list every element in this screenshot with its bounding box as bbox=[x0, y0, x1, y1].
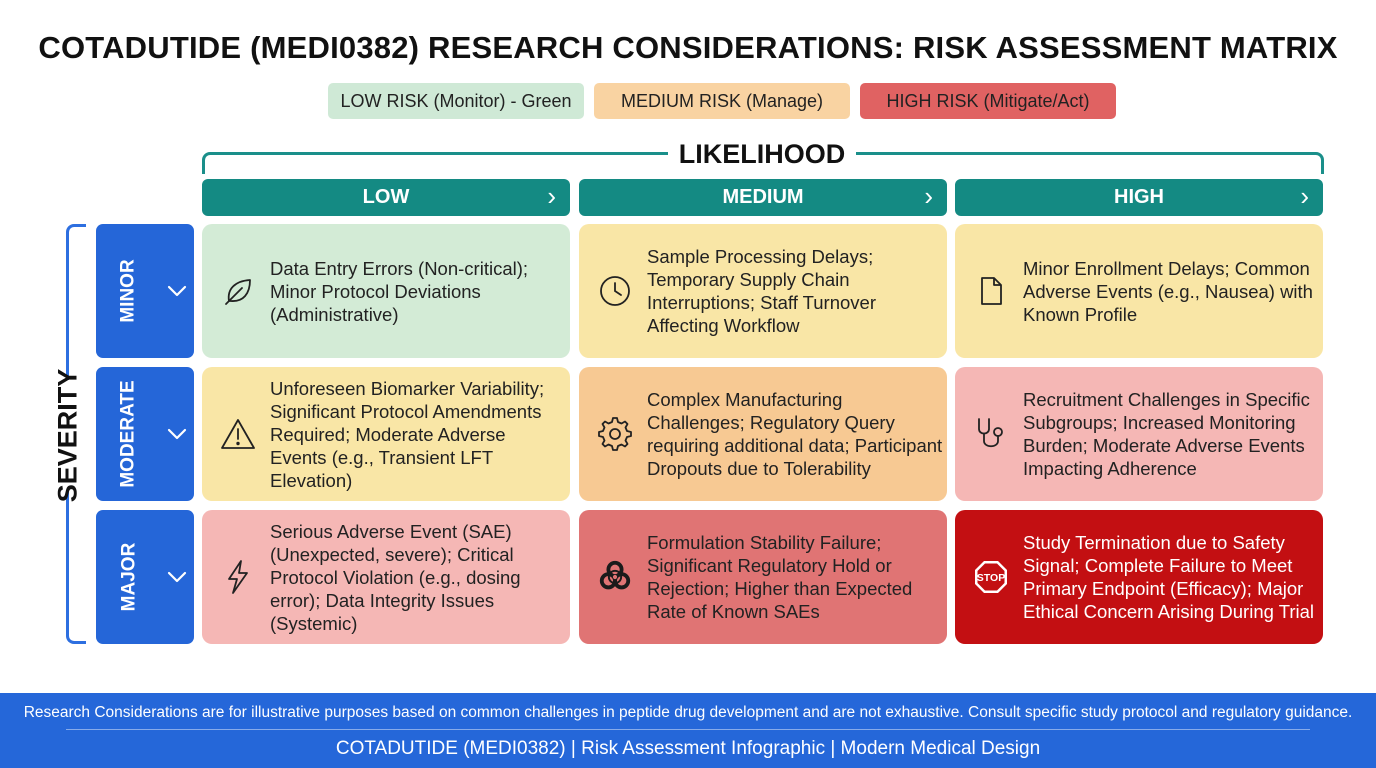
matrix-cell-minor-low[interactable]: Data Entry Errors (Non-critical); Minor … bbox=[202, 224, 570, 358]
matrix-cell-moderate-high[interactable]: Recruitment Challenges in Specific Subgr… bbox=[955, 367, 1323, 501]
matrix-cell-moderate-low[interactable]: Unforeseen Biomarker Variability; Signif… bbox=[202, 367, 570, 501]
column-header-label: LOW bbox=[362, 186, 410, 208]
page-title: COTADUTIDE (MEDI0382) RESEARCH CONSIDERA… bbox=[38, 30, 1338, 65]
lightning-icon bbox=[220, 559, 256, 595]
legend-high-risk: HIGH RISK (Mitigate/Act) bbox=[860, 83, 1116, 119]
footer-divider bbox=[66, 729, 1310, 730]
clock-icon bbox=[597, 273, 633, 309]
column-header-label: HIGH bbox=[1114, 186, 1164, 208]
likelihood-axis-title: LIKELIHOOD bbox=[668, 138, 856, 170]
stop-sign-icon: STOP bbox=[973, 559, 1009, 595]
legend-low-risk: LOW RISK (Monitor) - Green bbox=[328, 83, 584, 119]
chevron-right-icon: › bbox=[924, 181, 933, 211]
chevron-right-icon: › bbox=[547, 181, 556, 211]
row-header-label: MODERATE bbox=[118, 380, 139, 488]
footer-credit: COTADUTIDE (MEDI0382) | Risk Assessment … bbox=[335, 738, 1041, 759]
chevron-right-icon: › bbox=[1300, 181, 1309, 211]
matrix-cell-major-high[interactable]: STOP Study Termination due to Safety Sig… bbox=[955, 510, 1323, 644]
row-header-label: MAJOR bbox=[118, 542, 139, 612]
row-header-minor[interactable]: MINOR bbox=[96, 224, 194, 358]
legend-medium-risk: MEDIUM RISK (Manage) bbox=[594, 83, 850, 119]
matrix-cell-moderate-medium[interactable]: Complex Manufacturing Challenges; Regula… bbox=[579, 367, 947, 501]
risk-description: Data Entry Errors (Non-critical); Minor … bbox=[270, 257, 529, 325]
chevron-down-icon bbox=[160, 367, 194, 501]
risk-description: Unforeseen Biomarker Variability; Signif… bbox=[270, 377, 545, 491]
footer-disclaimer: Research Considerations are for illustra… bbox=[23, 704, 1353, 721]
leaf-icon bbox=[220, 273, 256, 309]
row-header-label: MINOR bbox=[117, 259, 139, 323]
stethoscope-icon bbox=[973, 416, 1009, 452]
column-header-high[interactable]: HIGH › bbox=[955, 179, 1323, 216]
row-header-major[interactable]: MAJOR bbox=[96, 510, 194, 644]
risk-description: Study Termination due to Safety Signal; … bbox=[1023, 532, 1314, 622]
matrix-cell-minor-high[interactable]: Minor Enrollment Delays; Common Adverse … bbox=[955, 224, 1323, 358]
risk-description: Sample Processing Delays; Temporary Supp… bbox=[647, 246, 876, 336]
matrix-cell-major-low[interactable]: Serious Adverse Event (SAE) (Unexpected,… bbox=[202, 510, 570, 644]
gear-icon bbox=[597, 416, 633, 452]
risk-description: Complex Manufacturing Challenges; Regula… bbox=[647, 389, 943, 479]
matrix-cell-major-medium[interactable]: Formulation Stability Failure; Significa… bbox=[579, 510, 947, 644]
chevron-down-icon bbox=[160, 510, 194, 644]
biohazard-icon bbox=[597, 559, 633, 595]
stop-sign-label: STOP bbox=[977, 572, 1005, 584]
risk-description: Serious Adverse Event (SAE) (Unexpected,… bbox=[270, 520, 521, 634]
risk-description: Formulation Stability Failure; Significa… bbox=[647, 532, 913, 622]
chevron-down-icon bbox=[160, 224, 194, 358]
matrix-cell-minor-medium[interactable]: Sample Processing Delays; Temporary Supp… bbox=[579, 224, 947, 358]
footer-bar: Research Considerations are for illustra… bbox=[0, 693, 1376, 768]
column-header-medium[interactable]: MEDIUM › bbox=[579, 179, 947, 216]
row-header-moderate[interactable]: MODERATE bbox=[96, 367, 194, 501]
severity-axis-title: SEVERITY bbox=[40, 368, 96, 502]
column-header-label: MEDIUM bbox=[722, 186, 804, 208]
risk-description: Recruitment Challenges in Specific Subgr… bbox=[1023, 389, 1310, 479]
document-icon bbox=[973, 273, 1009, 309]
column-header-low[interactable]: LOW › bbox=[202, 179, 570, 216]
warning-icon bbox=[220, 416, 256, 452]
risk-description: Minor Enrollment Delays; Common Adverse … bbox=[1023, 257, 1313, 325]
